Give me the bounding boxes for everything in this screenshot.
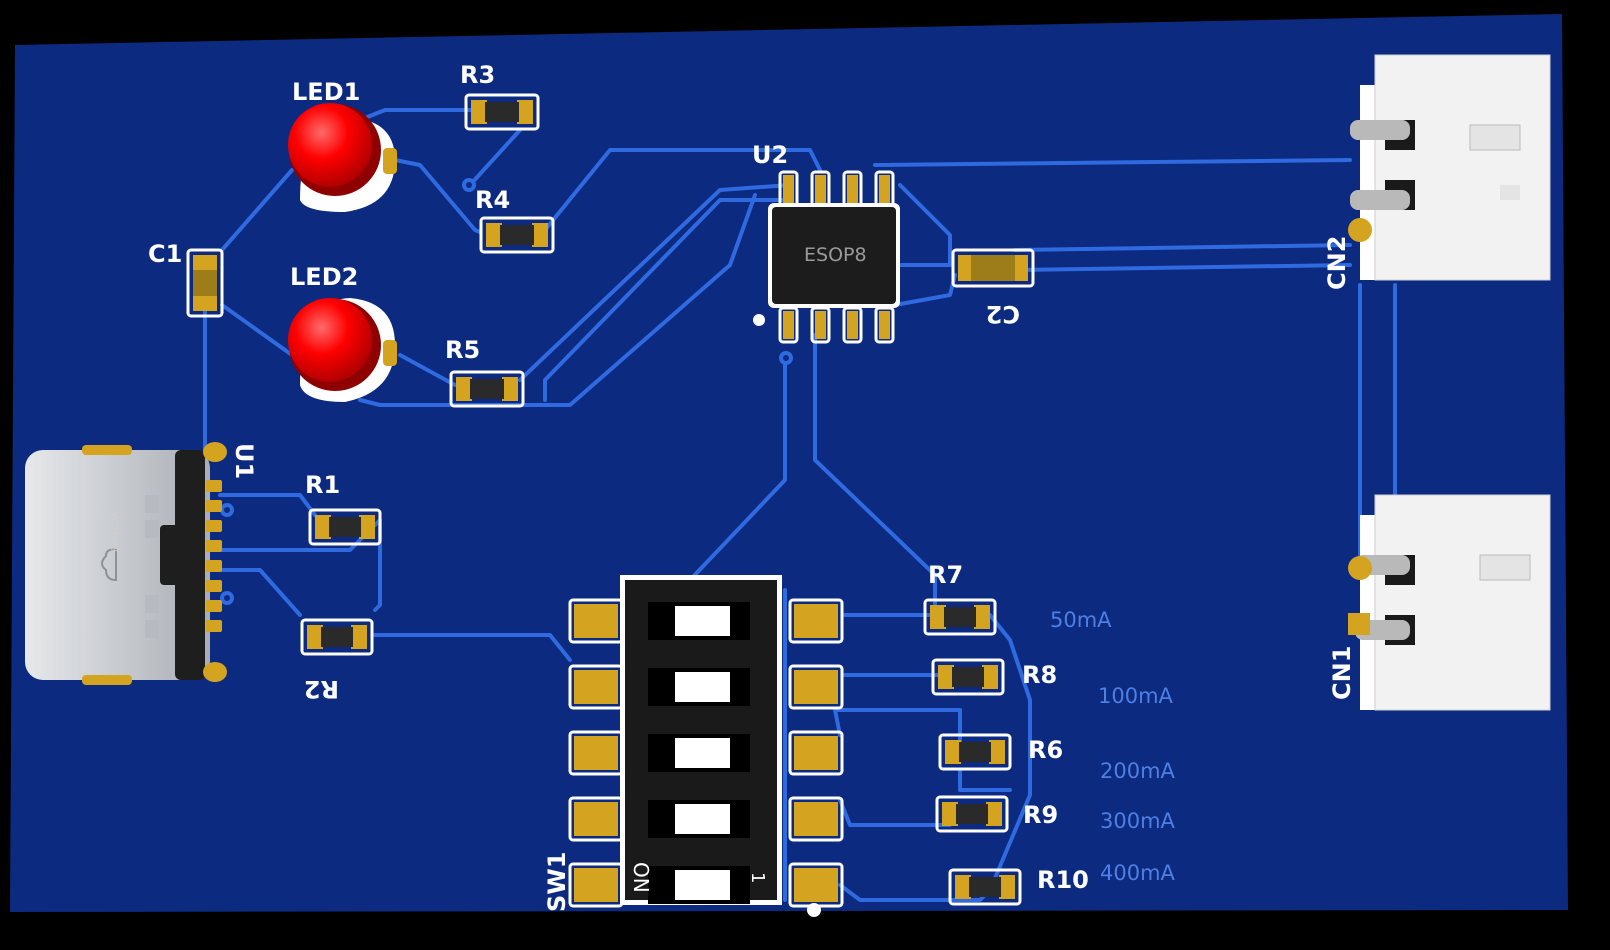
label-r2: R2 bbox=[304, 675, 339, 703]
label-r7: R7 bbox=[928, 561, 963, 589]
easyeda-logo: LCEDA EasyEDA bbox=[99, 511, 121, 582]
label-r10: R10 bbox=[1037, 866, 1089, 894]
chip-marking: ESOP8 bbox=[804, 244, 867, 266]
vias bbox=[220, 178, 793, 605]
switch-on-label: ON bbox=[629, 862, 653, 893]
usb-pin-6 bbox=[206, 580, 222, 592]
switch-pin1-marker bbox=[807, 903, 821, 917]
switch-number-label: 1 bbox=[747, 872, 768, 883]
current-setting-labels: 50mA 100mA 200mA 300mA 400mA bbox=[1050, 608, 1176, 885]
switch-lever-2 bbox=[675, 672, 730, 702]
switch-right-pad-1 bbox=[788, 598, 844, 644]
label-led1: LED1 bbox=[292, 78, 360, 106]
dip-switch-sw1: ON 1 SW1 bbox=[543, 575, 844, 917]
current-label-2: 100mA bbox=[1098, 684, 1174, 708]
switch-lever-1 bbox=[675, 606, 730, 636]
label-r4: R4 bbox=[475, 186, 510, 214]
usb-pin-1 bbox=[206, 480, 222, 492]
switch-lever-4 bbox=[675, 804, 730, 834]
resistor-r1 bbox=[308, 508, 382, 546]
usb-pin-4 bbox=[206, 540, 222, 552]
label-c1: C1 bbox=[148, 240, 182, 268]
resistor-r7 bbox=[923, 598, 997, 636]
label-r1: R1 bbox=[305, 471, 340, 499]
copper-tracks bbox=[203, 108, 1397, 902]
logo-text-lceda: LCEDA bbox=[99, 521, 109, 552]
led2: LED2 bbox=[288, 263, 397, 402]
current-label-5: 400mA bbox=[1100, 861, 1176, 885]
smd-parts bbox=[186, 93, 1035, 906]
label-sw1: SW1 bbox=[543, 852, 571, 912]
resistor-r9 bbox=[935, 795, 1009, 833]
connector-cn1: CN1 bbox=[1328, 494, 1551, 711]
label-r3: R3 bbox=[460, 61, 495, 89]
switch-right-pad-2 bbox=[788, 664, 844, 710]
current-label-4: 300mA bbox=[1100, 809, 1176, 833]
label-r9: R9 bbox=[1023, 801, 1058, 829]
switch-lever-5 bbox=[675, 870, 730, 900]
chip-u2: ESOP8 U2 bbox=[752, 141, 900, 344]
resistor-r5 bbox=[449, 370, 525, 408]
logo-text-easyeda: EasyEDA bbox=[111, 511, 121, 552]
switch-right-pad-3 bbox=[788, 730, 844, 776]
label-r6: R6 bbox=[1028, 736, 1063, 764]
switch-lever-3 bbox=[675, 738, 730, 768]
pin1-marker bbox=[753, 314, 765, 326]
label-r5: R5 bbox=[445, 336, 480, 364]
usb-pin-2 bbox=[206, 500, 222, 512]
resistor-r10 bbox=[948, 868, 1022, 906]
switch-right-pad-4 bbox=[788, 796, 844, 842]
label-led2: LED2 bbox=[290, 263, 358, 291]
label-u2: U2 bbox=[752, 141, 788, 169]
usb-pin-8 bbox=[206, 620, 222, 632]
connector-cn2: CN2 bbox=[1323, 54, 1551, 290]
usb-pin-5 bbox=[206, 560, 222, 572]
label-cn2: CN2 bbox=[1323, 236, 1351, 290]
resistor-r6 bbox=[938, 733, 1012, 771]
capacitor-c1 bbox=[186, 248, 224, 318]
resistor-r8 bbox=[931, 658, 1005, 696]
label-c2: C2 bbox=[986, 300, 1020, 328]
capacitor-c2 bbox=[951, 248, 1035, 288]
usb-pin-7 bbox=[206, 600, 222, 612]
current-label-1: 50mA bbox=[1050, 608, 1112, 632]
usb-pin-3 bbox=[206, 520, 222, 532]
label-cn1: CN1 bbox=[1328, 646, 1356, 700]
resistor-r3 bbox=[464, 93, 540, 131]
led1: LED1 bbox=[288, 78, 397, 212]
resistor-r2 bbox=[300, 618, 374, 656]
current-label-3: 200mA bbox=[1100, 759, 1176, 783]
label-u1: U1 bbox=[230, 443, 258, 479]
label-r8: R8 bbox=[1022, 661, 1057, 689]
usb-c-connector-u1: LCEDA EasyEDA U1 bbox=[25, 442, 258, 685]
board-substrate bbox=[10, 14, 1568, 912]
resistor-r4 bbox=[479, 216, 555, 254]
